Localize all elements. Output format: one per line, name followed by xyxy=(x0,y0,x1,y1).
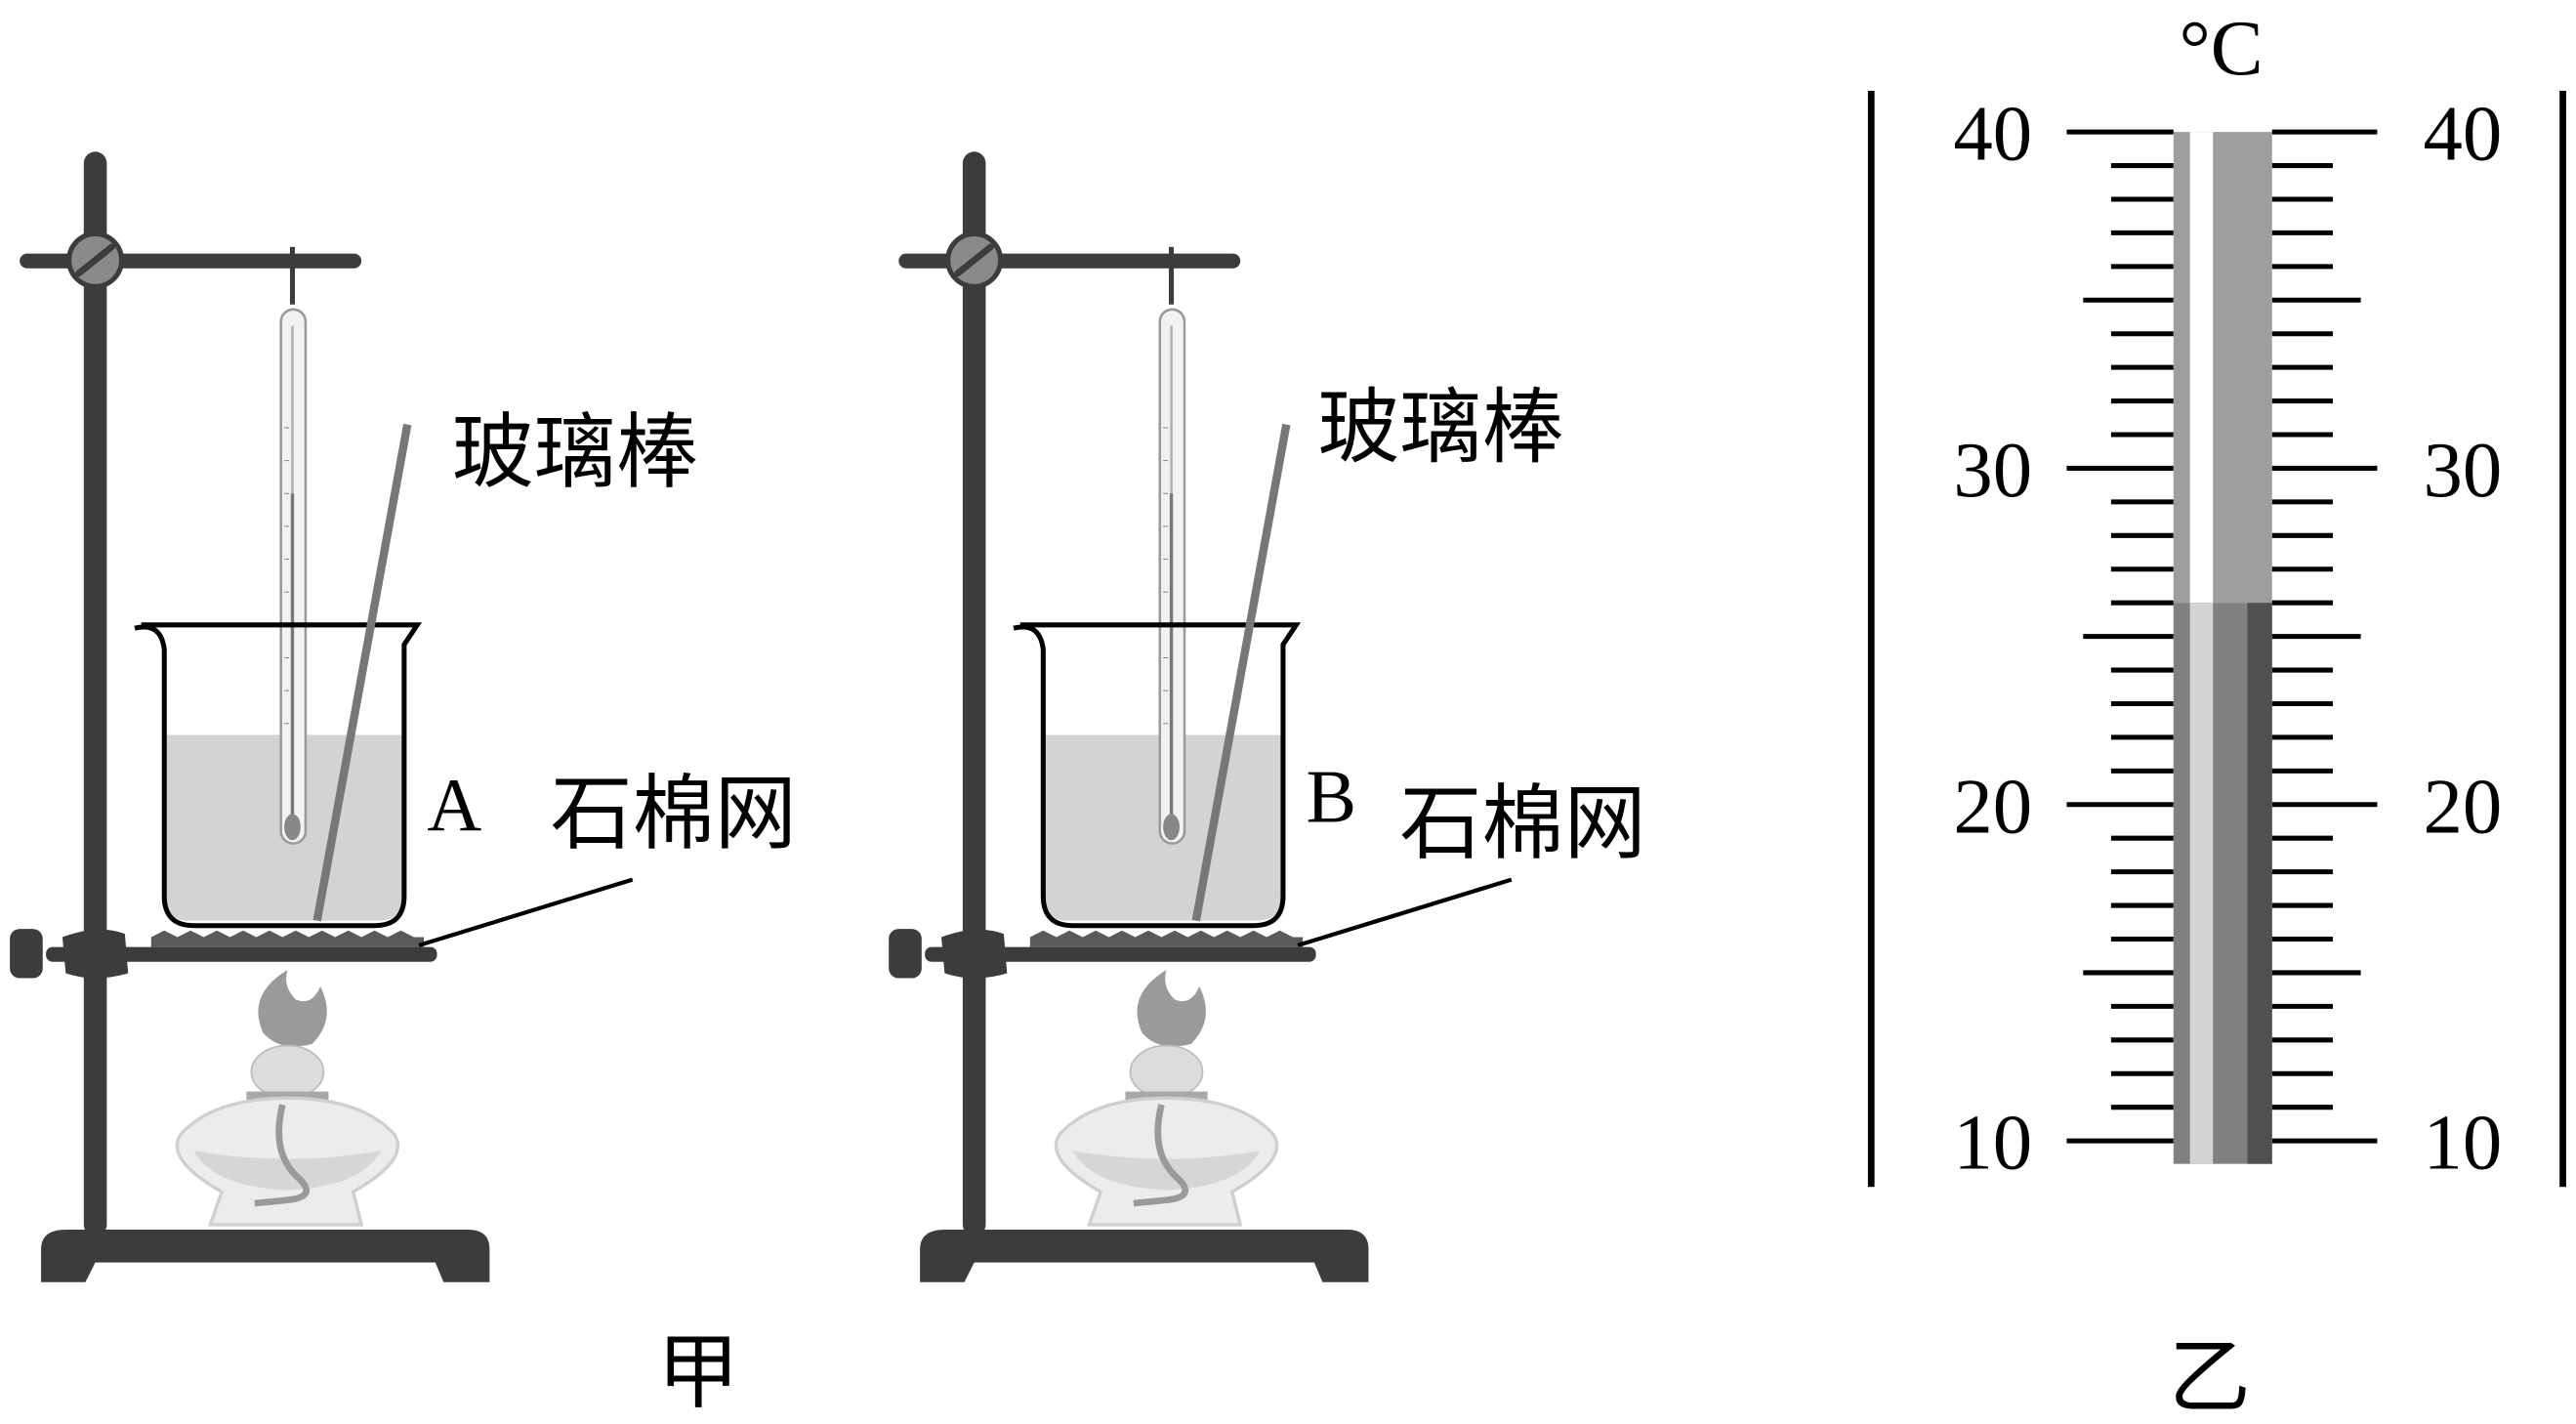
beaker-label-a: A xyxy=(427,763,481,847)
tick-label-right: 30 xyxy=(2424,427,2503,514)
tick-label-left: 40 xyxy=(1953,91,2032,178)
glass-rod-label-a: 玻璃棒 xyxy=(452,404,698,500)
beaker-label-b: B xyxy=(1307,755,1357,839)
liquid-highlight xyxy=(2189,603,2214,1164)
tick-label-right: 40 xyxy=(2424,91,2503,178)
glass-rod-label-b: 玻璃棒 xyxy=(1317,380,1563,476)
empty-column xyxy=(2173,132,2272,604)
liquid-shadow xyxy=(2247,603,2272,1164)
thermometer-scale: °C 40 40 30 30 20 20 10 10 xyxy=(1867,5,2566,1188)
empty-capillary xyxy=(2189,132,2214,604)
figure-label-jia: 甲 xyxy=(657,1324,739,1420)
figure-label-yi: 乙 xyxy=(2169,1329,2251,1424)
apparatus-a: 玻璃棒 A 石棉网 xyxy=(10,151,797,1281)
iron-stand-with-burner-b xyxy=(889,151,1512,1281)
tick-label-right: 10 xyxy=(2424,1100,2503,1187)
unit-label: °C xyxy=(2180,5,2264,92)
tick-label-left: 10 xyxy=(1953,1100,2032,1187)
gauze-label-a: 石棉网 xyxy=(551,766,797,861)
scale-tick-labels: 40 40 30 30 20 20 10 10 xyxy=(1953,91,2502,1187)
gauze-label-b: 石棉网 xyxy=(1399,775,1645,871)
tick-label-left: 30 xyxy=(1953,427,2032,514)
tick-label-right: 20 xyxy=(2424,763,2503,850)
scale-ticks xyxy=(2066,129,2378,1144)
tick-label-left: 20 xyxy=(1953,763,2032,850)
iron-stand-with-burner-a xyxy=(10,151,633,1281)
thermometer-column xyxy=(2173,132,2272,1164)
apparatus-b: 玻璃棒 B 石棉网 xyxy=(889,151,1646,1281)
